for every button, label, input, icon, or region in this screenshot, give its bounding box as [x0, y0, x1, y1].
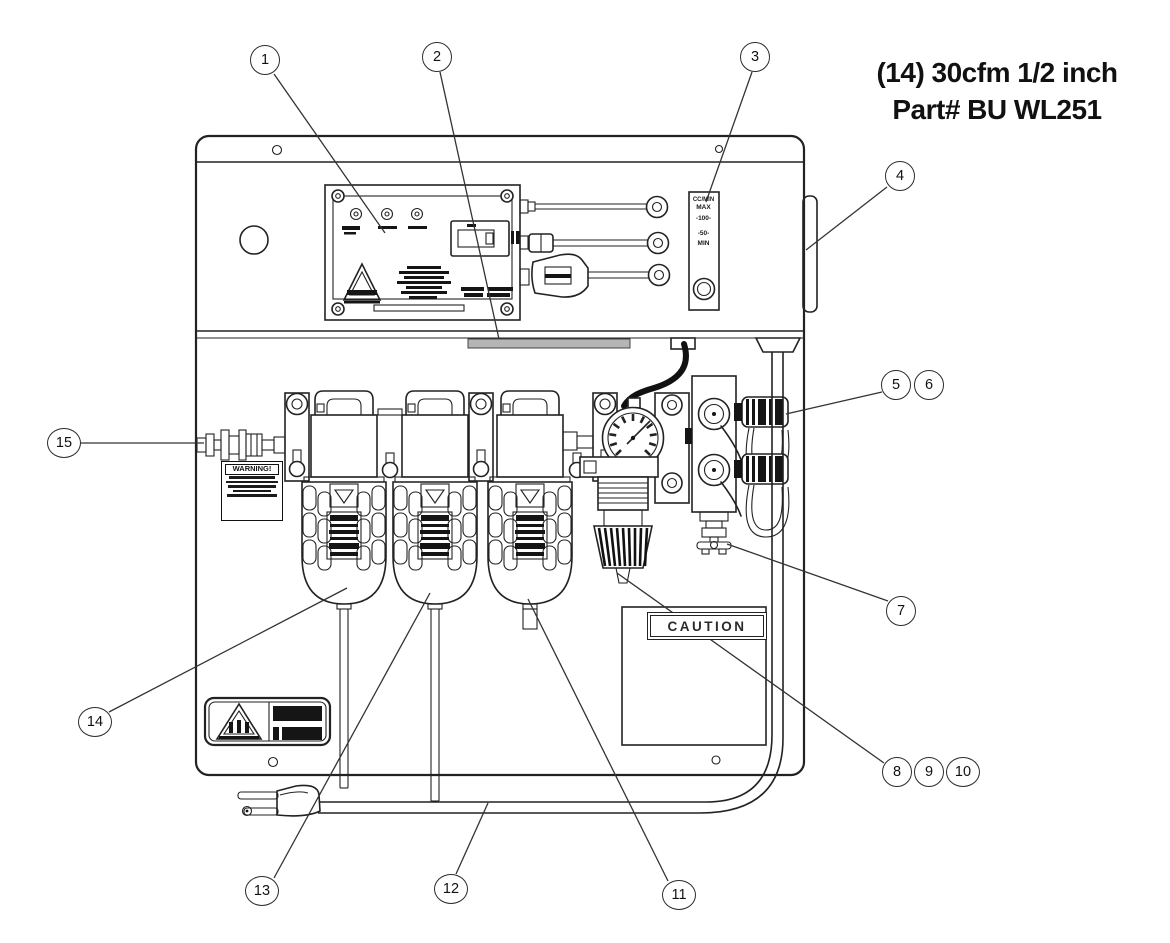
power-plug [237, 784, 321, 817]
warning-label-text-line [226, 480, 278, 484]
mounting-bracket-1 [284, 392, 310, 482]
air-systems-logo-icon [215, 702, 263, 740]
joint-screw-1 [381, 452, 399, 479]
flow-scale-units: CC/MIN [692, 197, 715, 203]
flow-scale-min: MIN [697, 239, 710, 247]
filter-train [284, 390, 618, 802]
callout-1: 1 [250, 45, 280, 75]
digital-display [450, 220, 520, 257]
callout-9: 9 [914, 757, 944, 787]
mounting-tab [802, 195, 818, 313]
leader-line-14 [108, 587, 348, 713]
inlet-fitting [196, 429, 286, 461]
callout-5: 5 [881, 370, 911, 400]
relief-valve [696, 511, 732, 555]
gauge-needle [626, 420, 651, 445]
drain-tube-2 [430, 609, 440, 802]
callout-14: 14 [78, 707, 112, 737]
filter-unit-2 [392, 390, 478, 610]
filter-unit-3 [487, 390, 573, 610]
flow-scale-50: -50- [697, 230, 710, 237]
co-monitor-box [324, 184, 521, 321]
mounting-bracket-2 [468, 392, 494, 482]
leader-line-4 [805, 186, 888, 251]
dust-cap-hanger-2 [745, 484, 790, 538]
leader-line-12 [455, 802, 489, 875]
caution-panel-outline [621, 606, 767, 746]
leader-line-7 [726, 543, 889, 602]
leader-line-11 [527, 598, 669, 882]
outlet-manifold [685, 375, 790, 555]
flow-meter-scale: CC/MIN MAX -100- -50- MIN [688, 197, 719, 247]
leader-line-1 [273, 73, 386, 234]
regulator-collar [597, 476, 649, 511]
flow-scale-100: -100- [695, 214, 712, 222]
pressure-gauge [601, 406, 665, 470]
drain-tube-1 [339, 609, 349, 789]
warning-label-text-line [227, 485, 277, 488]
callout-13: 13 [245, 876, 279, 906]
flow-meter [688, 191, 720, 311]
air-systems-logo-icon [342, 262, 382, 304]
warning-label-title: WARNING! [225, 464, 279, 475]
leader-line-13 [273, 592, 431, 879]
caution-label-text: CAUTION [650, 615, 764, 637]
filter-unit-1 [301, 390, 387, 610]
warning-label-text-line [229, 476, 275, 480]
callout-11: 11 [662, 880, 696, 910]
callout-10: 10 [946, 757, 980, 787]
regulator-assembly [562, 341, 690, 584]
power-cord [237, 352, 784, 817]
flow-scale-max: MAX [696, 204, 711, 211]
caution-label: CAUTION [647, 612, 767, 640]
leader-line-5-6 [785, 391, 883, 415]
diagram-title-line2: Part# BU WL251 [892, 94, 1102, 125]
quick-disconnect-coupler-1 [733, 396, 789, 428]
callout-15: 15 [47, 428, 81, 458]
indicator-lights [342, 207, 427, 235]
callout-6: 6 [914, 370, 944, 400]
callout-3: 3 [740, 42, 770, 72]
panel-slot [467, 338, 631, 349]
callout-2: 2 [422, 42, 452, 72]
logo-plaque [203, 696, 332, 747]
leader-line-2 [439, 71, 500, 340]
warning-label-text-line [227, 493, 277, 497]
callout-4: 4 [885, 161, 915, 191]
callout-12: 12 [434, 874, 468, 904]
warning-label: WARNING! [221, 461, 283, 521]
box-label-text [397, 266, 513, 299]
cord-grommet [754, 337, 802, 353]
box-corner-screws [331, 189, 514, 316]
drain-stub-3 [522, 608, 538, 630]
callout-8: 8 [882, 757, 912, 787]
regulator-bowl [593, 525, 653, 584]
sensor-cables [519, 195, 671, 298]
leader-lines [80, 71, 889, 882]
quick-disconnect-coupler-2 [733, 453, 789, 485]
diagram-title-line1: (14) 30cfm 1/2 inch [876, 57, 1118, 88]
box-bottom-slot [373, 304, 465, 312]
warning-label-text-line [233, 489, 271, 493]
leader-line-3 [705, 71, 753, 203]
regulator-body [579, 456, 659, 478]
callout-7: 7 [886, 596, 916, 626]
leader-line-8-9-10 [616, 572, 885, 764]
